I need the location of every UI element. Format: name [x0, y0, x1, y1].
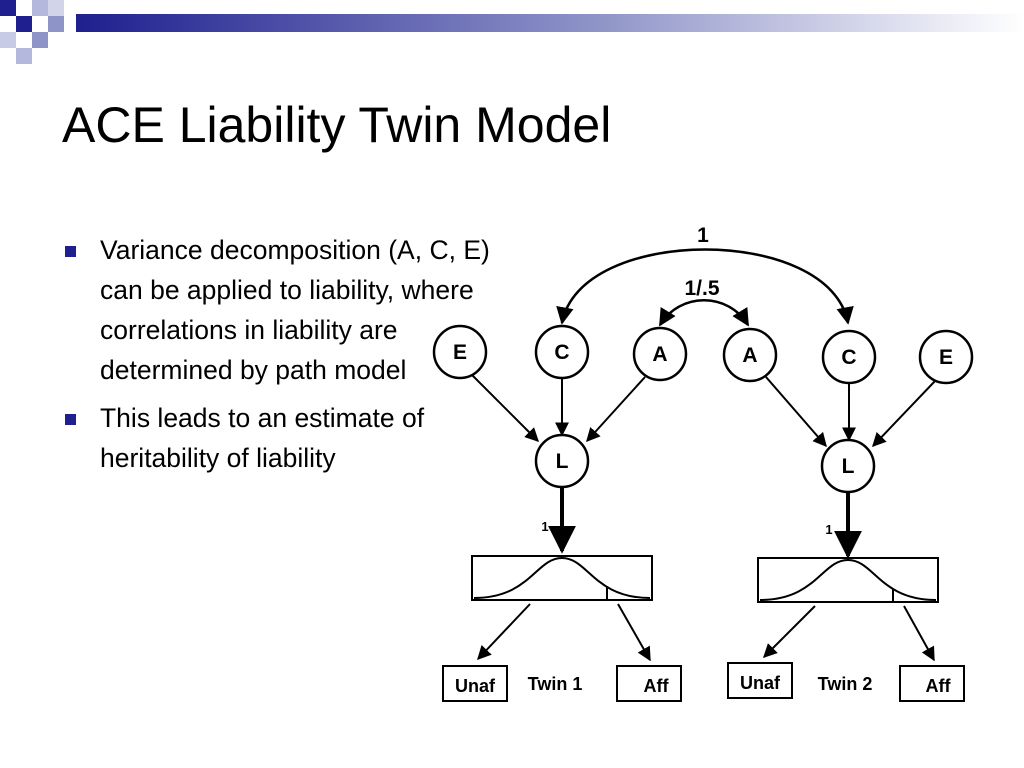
node-e-twin2-label: E: [939, 346, 953, 369]
bullet-text: Variance decomposition (A, C, E) can be …: [100, 235, 490, 385]
node-e-twin1-label: E: [453, 341, 467, 364]
node-c-twin2-label: C: [841, 346, 856, 369]
node-a-twin2: A: [722, 327, 778, 383]
node-l-twin1-label: L: [556, 450, 569, 473]
bullet-item: Variance decomposition (A, C, E) can be …: [62, 230, 492, 390]
node-a-twin1: A: [632, 326, 688, 382]
node-c-twin2: C: [821, 329, 877, 385]
arrow-to-unaffected-twin1: [477, 603, 531, 661]
normal-curve-twin1: [473, 556, 651, 599]
node-c-twin1: C: [534, 324, 590, 380]
threshold-distribution-twin2: [757, 557, 939, 603]
a-correlation-label: 1/.5: [684, 277, 719, 300]
c-correlation-arc: [556, 248, 854, 325]
threshold-distribution-twin1: [471, 555, 653, 601]
deco-square: [32, 32, 48, 48]
node-a-twin2-label: A: [742, 344, 757, 367]
arrow-to-affected-twin2: [903, 605, 935, 662]
affected-box-twin2: [899, 665, 965, 702]
unaffected-label-twin1: Unaf: [455, 676, 496, 696]
normal-curve-twin2: [759, 558, 937, 601]
a-correlation-arc: [658, 299, 750, 327]
arrow-to-affected-twin1: [617, 603, 651, 662]
node-e-twin2: E: [918, 329, 974, 385]
affected-label-twin1: Aff: [644, 676, 670, 696]
unaffected-box-twin1: [442, 665, 508, 702]
threshold-path-label-twin1: 1: [541, 519, 548, 534]
path-a-to-l-twin1: [586, 376, 646, 443]
deco-square: [0, 0, 16, 16]
deco-square: [16, 48, 32, 64]
bullet-list: Variance decomposition (A, C, E) can be …: [62, 230, 492, 486]
path-e-to-l-twin2: [872, 380, 936, 448]
header-gradient-band: [76, 14, 1024, 32]
slide-title: ACE Liability Twin Model: [62, 97, 612, 153]
affected-box-twin1: [616, 665, 682, 702]
node-l-twin2: L: [820, 438, 876, 494]
twin1-label: Twin 1: [528, 674, 583, 694]
unaffected-label-twin2: Unaf: [740, 673, 781, 693]
bullet-square-icon: [65, 246, 76, 257]
arrow-to-unaffected-twin2: [763, 605, 816, 658]
unaffected-box-twin2: [727, 662, 793, 699]
deco-square: [32, 0, 48, 16]
node-c-twin1-label: C: [554, 341, 569, 364]
deco-square: [48, 0, 64, 16]
path-e-to-l-twin1: [469, 372, 539, 442]
deco-square: [16, 16, 32, 32]
bullet-item: This leads to an estimate of heritabilit…: [62, 398, 492, 478]
header-decoration: [0, 0, 1024, 64]
node-a-twin1-label: A: [652, 343, 667, 366]
deco-square: [48, 16, 64, 32]
bullet-square-icon: [65, 414, 76, 425]
c-correlation-label: 1: [697, 224, 709, 247]
affected-label-twin2: Aff: [926, 676, 952, 696]
node-e-twin1: E: [432, 324, 488, 380]
threshold-path-label-twin2: 1: [825, 522, 832, 537]
path-a-to-l-twin2: [765, 376, 827, 448]
node-l-twin1: L: [534, 433, 590, 489]
deco-square: [0, 32, 16, 48]
bullet-text: This leads to an estimate of heritabilit…: [100, 403, 425, 473]
node-l-twin2-label: L: [842, 455, 855, 478]
twin2-label: Twin 2: [818, 674, 873, 694]
